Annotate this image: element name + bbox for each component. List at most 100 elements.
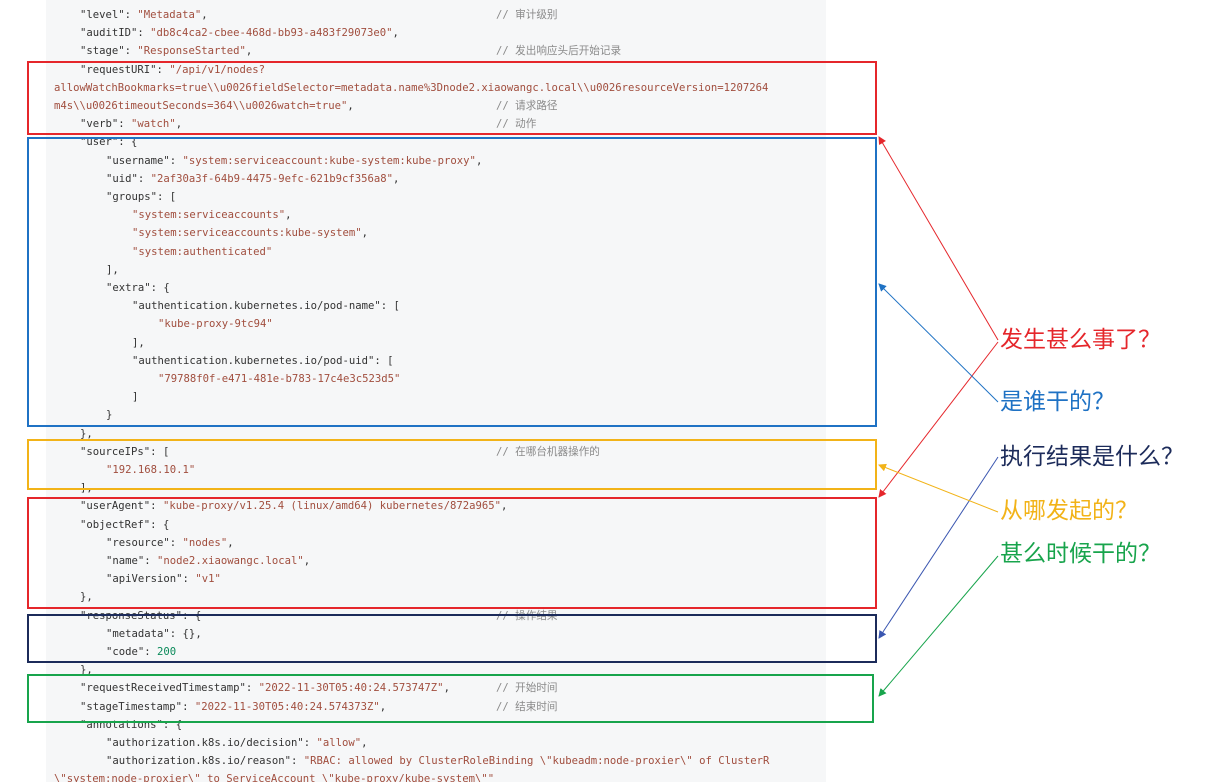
question-who-did-it: 是谁干的？ bbox=[1000, 389, 1115, 415]
code-line: "groups": [ bbox=[106, 191, 177, 203]
code-line: ], bbox=[54, 334, 145, 352]
code-line: "system:authenticated" bbox=[54, 243, 272, 261]
json-value: "v1" bbox=[195, 573, 221, 586]
code-line: ], bbox=[54, 261, 119, 279]
json-value: "192.168.10.1" bbox=[106, 464, 196, 476]
arrow-red-to-request bbox=[878, 136, 999, 341]
json-key: "apiVersion" bbox=[106, 573, 183, 586]
json-punct: , bbox=[285, 209, 292, 222]
json-punct: [ bbox=[387, 354, 394, 367]
json-value: "2022-11-30T05:40:24.573747Z" bbox=[258, 682, 444, 695]
code-line: "auditID": "db8c4ca2-cbee-468d-bb93-a483… bbox=[80, 27, 399, 40]
code-comment: // 在哪台机器操作的 bbox=[496, 445, 600, 458]
json-punct: , bbox=[347, 100, 354, 112]
code-line: ] bbox=[54, 388, 138, 406]
code-line: "resource": "nodes", bbox=[106, 536, 234, 549]
code-line: "authorization.k8s.io/decision": "allow"… bbox=[106, 737, 368, 749]
json-punct: , bbox=[475, 154, 483, 167]
json-key: "authentication.kubernetes.io/pod-name" bbox=[132, 300, 381, 313]
code-line: \"system:node-proxier\" to ServiceAccoun… bbox=[54, 770, 494, 782]
code-line: }, bbox=[54, 425, 93, 443]
code-line: "79788f0f-e471-481e-b783-17c4e3c523d5" bbox=[54, 370, 400, 388]
json-value: 200 bbox=[157, 646, 177, 658]
code-line: m4s\\u0026timeoutSeconds=364\\u0026watch… bbox=[54, 97, 354, 115]
code-line: "stage": "ResponseStarted", bbox=[80, 45, 253, 58]
json-punct: , bbox=[361, 737, 368, 749]
code-line: "authentication.kubernetes.io/pod-name":… bbox=[132, 300, 400, 313]
json-key: "auditID" bbox=[80, 27, 138, 40]
json-key: "username" bbox=[106, 154, 170, 167]
json-key: "authentication.kubernetes.io/pod-uid" bbox=[132, 354, 375, 367]
json-key: "objectRef" bbox=[80, 518, 151, 531]
json-value: \"system:node-proxier\" to ServiceAccoun… bbox=[54, 773, 495, 782]
json-key: "stage" bbox=[80, 45, 125, 58]
code-line: "authorization.k8s.io/reason": "RBAC: al… bbox=[106, 755, 770, 768]
json-punct: ], bbox=[132, 336, 145, 349]
arrow-green-to-time bbox=[878, 555, 999, 697]
json-value: "system:serviceaccounts" bbox=[132, 209, 286, 222]
json-value: "/api/v1/nodes? bbox=[169, 63, 265, 76]
code-line: "apiVersion": "v1" bbox=[106, 573, 221, 586]
json-punct: , bbox=[392, 27, 399, 40]
arrow-blue-to-user bbox=[878, 283, 999, 403]
json-value: "Metadata" bbox=[137, 9, 202, 21]
json-value: "79788f0f-e471-481e-b783-17c4e3c523d5" bbox=[158, 373, 401, 385]
code-line: "requestReceivedTimestamp": "2022-11-30T… bbox=[80, 682, 450, 695]
code-line: "metadata": {}, bbox=[106, 627, 202, 640]
question-result: 执行结果是什么？ bbox=[1000, 444, 1184, 470]
json-punct: , bbox=[201, 9, 208, 21]
json-punct: , bbox=[500, 500, 508, 513]
code-line: "username": "system:serviceaccount:kube-… bbox=[106, 154, 483, 167]
json-punct: , bbox=[379, 700, 387, 713]
code-comment: // 动作 bbox=[496, 118, 537, 131]
json-value: "2af30a3f-64b9-4475-9efc-621b9cf356a8" bbox=[150, 172, 394, 185]
json-value: "system:serviceaccounts:kube-system" bbox=[132, 227, 362, 240]
json-key: "requestReceivedTimestamp" bbox=[80, 682, 246, 695]
json-value: {} bbox=[182, 627, 196, 640]
json-key: "user" bbox=[80, 136, 119, 149]
json-punct: [ bbox=[393, 300, 400, 313]
json-value: "node2.xiaowangc.local" bbox=[157, 555, 304, 567]
json-punct: }, bbox=[80, 664, 93, 677]
code-line: } bbox=[54, 406, 112, 424]
json-value: allowWatchBookmarks=true\\u0026fieldSele… bbox=[54, 81, 769, 94]
arrow-red-to-object bbox=[878, 341, 999, 498]
question-origin: 从哪发起的？ bbox=[1000, 498, 1138, 524]
code-line: "uid": "2af30a3f-64b9-4475-9efc-621b9cf3… bbox=[106, 172, 400, 185]
json-punct: } bbox=[106, 409, 113, 422]
json-punct: [ bbox=[162, 445, 170, 458]
json-key: "userAgent" bbox=[80, 500, 151, 513]
json-value: "nodes" bbox=[182, 536, 228, 549]
json-key: "name" bbox=[106, 555, 145, 567]
code-line: "stageTimestamp": "2022-11-30T05:40:24.5… bbox=[80, 700, 387, 713]
json-key: "stageTimestamp" bbox=[80, 700, 183, 713]
json-value: "2022-11-30T05:40:24.574373Z" bbox=[194, 700, 380, 713]
json-punct: , bbox=[195, 627, 202, 640]
json-key: "code" bbox=[106, 646, 145, 658]
code-panel: "level": "Metadata",// 审计级别"auditID": "d… bbox=[46, 0, 826, 782]
code-line: "kube-proxy-9tc94" bbox=[54, 315, 273, 333]
json-key: "groups" bbox=[106, 191, 158, 203]
json-punct: , bbox=[227, 536, 234, 549]
json-key: "verb" bbox=[80, 118, 119, 131]
json-punct: }, bbox=[80, 591, 93, 604]
code-line: }, bbox=[54, 661, 93, 679]
json-value: "watch" bbox=[131, 118, 176, 131]
code-comment: // 请求路径 bbox=[496, 100, 558, 112]
json-value: m4s\\u0026timeoutSeconds=364\\u0026watch… bbox=[54, 100, 348, 112]
json-value: "kube-proxy/v1.25.4 (linux/amd64) kubern… bbox=[162, 500, 501, 513]
json-key: "metadata" bbox=[106, 627, 170, 640]
json-key: "level" bbox=[80, 9, 125, 21]
json-value: "system:serviceaccount:kube-system:kube-… bbox=[182, 154, 476, 167]
json-key: "sourceIPs" bbox=[80, 445, 151, 458]
json-key: "uid" bbox=[106, 172, 138, 185]
json-key: "extra" bbox=[106, 282, 151, 294]
json-punct: { bbox=[162, 518, 170, 531]
code-comment: // 结束时间 bbox=[496, 700, 558, 713]
code-line: "user": { bbox=[80, 136, 138, 149]
json-punct: , bbox=[245, 45, 253, 58]
json-punct: , bbox=[175, 118, 183, 131]
code-line: "verb": "watch", bbox=[80, 118, 183, 131]
json-punct: [ bbox=[169, 191, 177, 203]
